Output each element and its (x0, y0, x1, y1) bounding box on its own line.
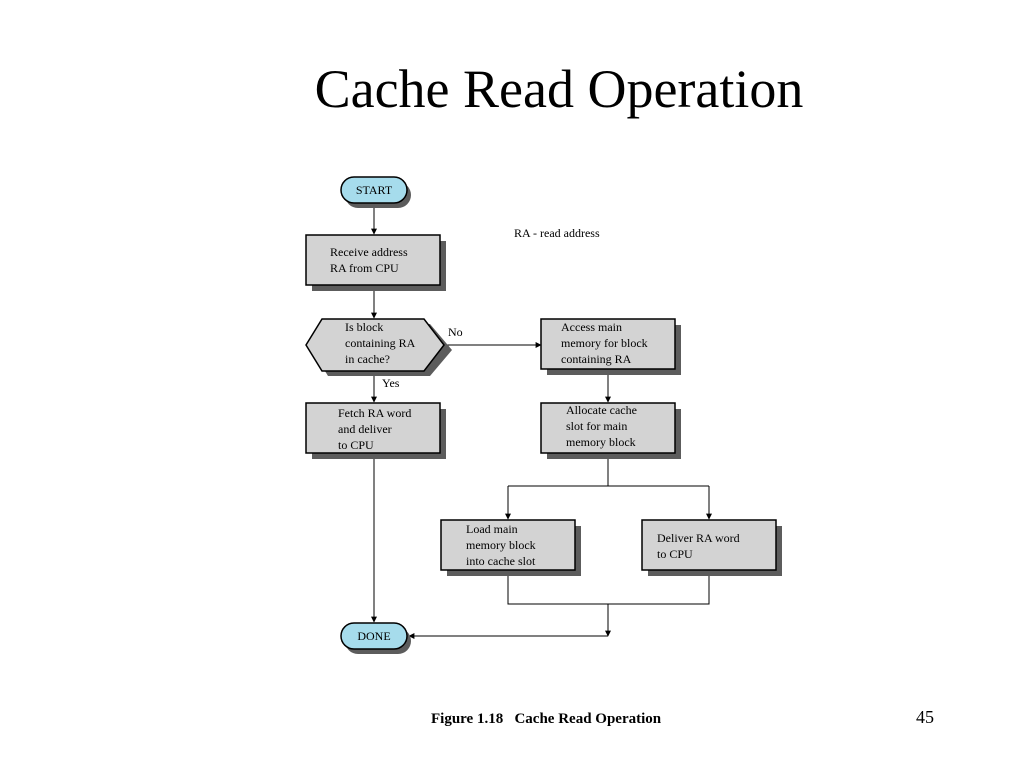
connectors (371, 204, 712, 639)
access-main-memory-box: Access main memory for block containing … (540, 318, 681, 375)
start-terminal: START (340, 176, 411, 208)
fetch-line-3: to CPU (338, 438, 374, 452)
fetch-line-2: and deliver (338, 422, 392, 436)
receive-line-2: RA from CPU (330, 261, 399, 275)
decision-line-3: in cache? (345, 352, 390, 366)
figure-caption: Figure 1.18 Cache Read Operation (431, 711, 662, 727)
receive-line-1: Receive address (330, 245, 408, 259)
deliver-line-1: Deliver RA word (657, 531, 740, 545)
decision-line-2: containing RA (345, 336, 416, 350)
decision-line-1: Is block (345, 320, 383, 334)
load-line-2: memory block (466, 538, 536, 552)
slide-title: Cache Read Operation (314, 59, 804, 119)
allocate-line-2: slot for main (566, 419, 627, 433)
deliver-line-2: to CPU (657, 547, 693, 561)
yes-edge-label: Yes (382, 376, 400, 390)
allocate-line-1: Allocate cache (566, 403, 637, 417)
allocate-cache-slot-box: Allocate cache slot for main memory bloc… (540, 402, 681, 459)
decision-hexagon: Is block containing RA in cache? (305, 318, 452, 376)
page-number: 45 (916, 707, 934, 727)
done-terminal: DONE (340, 622, 411, 654)
no-edge-label: No (448, 325, 463, 339)
access-line-3: containing RA (561, 352, 632, 366)
load-line-3: into cache slot (466, 554, 536, 568)
load-main-memory-box: Load main memory block into cache slot (440, 519, 581, 576)
load-line-1: Load main (466, 522, 518, 536)
start-label: START (356, 183, 393, 197)
allocate-line-3: memory block (566, 435, 636, 449)
done-label: DONE (357, 629, 390, 643)
fetch-ra-word-box: Fetch RA word and deliver to CPU (305, 402, 446, 459)
access-line-2: memory for block (561, 336, 648, 350)
receive-address-box: Receive address RA from CPU (305, 234, 446, 291)
read-address-note: RA - read address (514, 226, 600, 240)
access-line-1: Access main (561, 320, 622, 334)
fetch-line-1: Fetch RA word (338, 406, 411, 420)
deliver-ra-word-box: Deliver RA word to CPU (641, 519, 782, 576)
